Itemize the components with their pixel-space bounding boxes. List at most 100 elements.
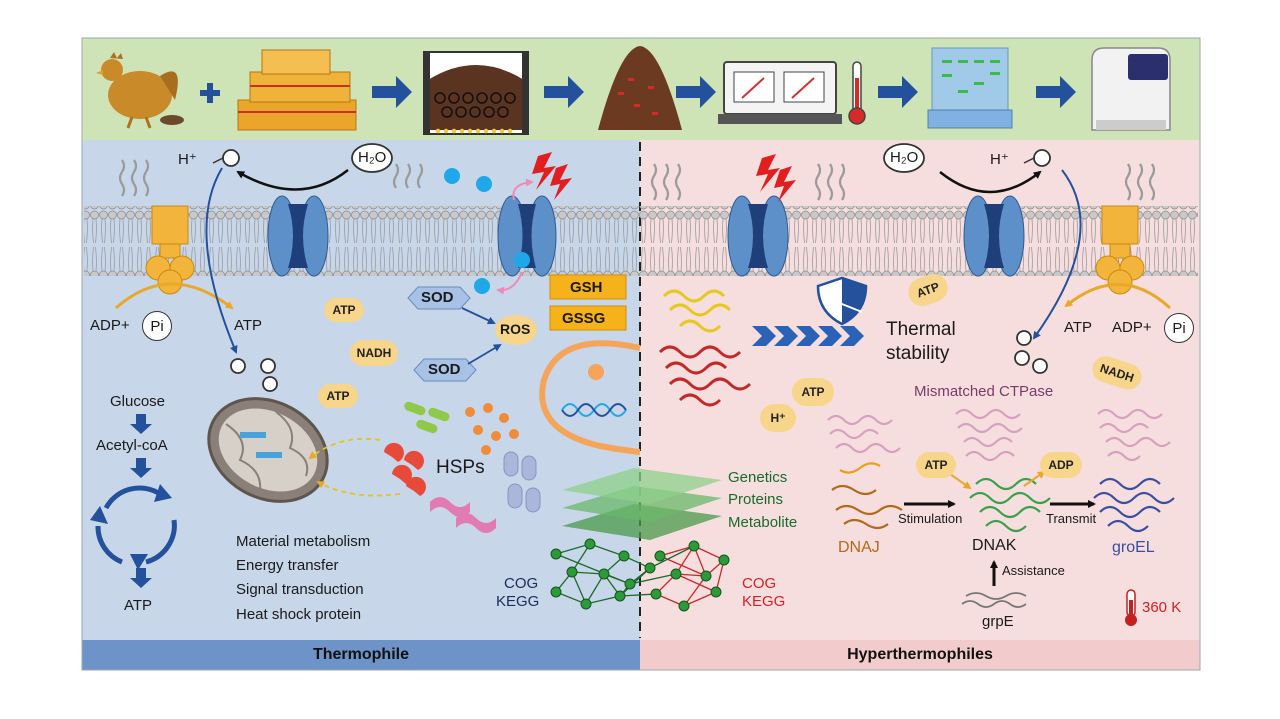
gsh-shape [549,274,627,300]
gssg-shape [549,305,627,331]
hsp-path-2 [316,481,401,497]
h-plus-right-label: H⁺ [990,151,1009,168]
feces-icon [160,115,184,125]
straw-bales-icon [237,49,357,131]
glucose-pathway [130,414,152,588]
omics-metabolite: Metabolite [728,514,798,531]
groel-protein [1093,408,1175,533]
function-2: Energy transfer [236,557,339,574]
ros-particles [444,168,530,294]
acetyl-label: Acetyl-coA [96,437,168,454]
function-4: Heat shock protein [236,606,362,623]
thermometer-icon [848,61,866,125]
dnak-label: DNAK [972,537,1017,554]
thermal-label: Thermal [886,319,956,340]
atp-synth-right-label: ATP [1064,319,1093,336]
cycle-icon [95,485,177,565]
omics-layers-icon [562,468,722,540]
ros-path-top [512,178,534,201]
groel-label: groEL [1112,539,1155,556]
channel-right-1 [727,195,789,277]
atp-synth-left-label: ATP [234,317,263,334]
hyper-bar-bg [640,640,1200,670]
grpe-label: grpE [982,613,1014,630]
sod-bottom-shape [413,358,477,382]
glucose-label: Glucose [110,393,166,410]
adp-pill-dnak: ADP [1040,452,1082,478]
thermometer-360k-icon [1125,589,1137,626]
pi-left-label: Pi [142,311,172,341]
proton-path-left [205,167,238,354]
compost-pile-icon [598,46,682,130]
electrophoresis-gel-icon [927,47,1013,129]
channel-left-1 [267,195,329,277]
protein-structure-icon [658,289,752,407]
dnak-to-adp-arrow [1023,470,1046,487]
mitochondrion-icon [207,397,329,503]
kegg-left-label: KEGG [496,593,540,610]
dna-helix-icon [561,403,627,417]
chevron-arrows [752,326,864,346]
cell-wall [539,340,641,455]
stimulation-label: Stimulation [898,511,963,526]
assistance-label: Assistance [1002,563,1065,578]
h2o-bubble-right [883,143,925,173]
chicken-icon [96,52,178,129]
atp-synthase-left [115,205,234,310]
curve-arrow-right [939,170,1042,194]
h2o-right-label: H₂O [890,149,919,166]
shield-icon [816,276,868,326]
h-plus-left-label: H⁺ [178,151,197,168]
temp-label: 360 K [1142,599,1182,616]
function-1: Material metabolism [236,533,371,550]
hsps-label: HSPs [436,457,485,478]
workflow-arrows [372,76,1076,108]
adp-left-label: ADP+ [90,317,130,334]
ros-path-bottom [496,271,523,295]
dnaj-protein [827,414,903,530]
atp-pill-dnak: ATP [916,452,956,478]
gssg-label: GSSG [562,310,606,327]
ros-label: ROS [500,321,531,337]
atp-pill-left-1: ATP [324,298,364,322]
h2o-left-label: H₂O [358,149,387,166]
atp-cycle-label: ATP [124,597,153,614]
lightning-icon [532,152,796,202]
h2o-bubble-left [351,143,393,173]
hyperthermophiles-bar-label: Hyperthermophiles [847,646,993,663]
ros-shape [495,315,537,345]
omics-genetics: Genetics [728,469,788,486]
sod-top-shape [407,286,471,310]
gsh-label: GSH [570,279,603,296]
nadh-pill-left: NADH [350,340,398,366]
plus-icon [200,83,220,103]
channel-right-2 [963,195,1025,277]
heat-wave-icon [118,159,1156,201]
thermophile-bar-label: Thermophile [312,646,409,663]
network-icon [550,538,730,612]
sod-top-label: SOD [421,289,454,306]
curve-arrow-left [236,169,349,191]
sequencer-icon [1091,47,1171,131]
atp-pill-left-2: ATP [318,384,358,408]
sod-bottom-label: SOD [428,361,461,378]
function-3: Signal transduction [236,581,364,598]
atp-synthase-right [1064,205,1172,310]
atp-pill-right-mid: ATP [792,378,834,406]
cog-right-label: COG [742,575,777,592]
kegg-right-label: KEGG [742,593,786,610]
compost-bin-icon [423,51,529,135]
dnaj-label: DNAJ [838,539,880,556]
proton-path-right [1032,169,1082,340]
atp-particles [230,330,1048,392]
mismatched-label: Mismatched CTPase [914,383,1054,400]
hsp-path-1 [308,437,381,460]
stability-label: stability [886,343,950,364]
cog-left-label: COG [504,575,539,592]
pcr-machine-icon [718,61,842,124]
h-plus-pill-right: H⁺ [760,404,796,432]
pi-right-label: Pi [1164,313,1194,343]
membrane [84,206,1198,276]
